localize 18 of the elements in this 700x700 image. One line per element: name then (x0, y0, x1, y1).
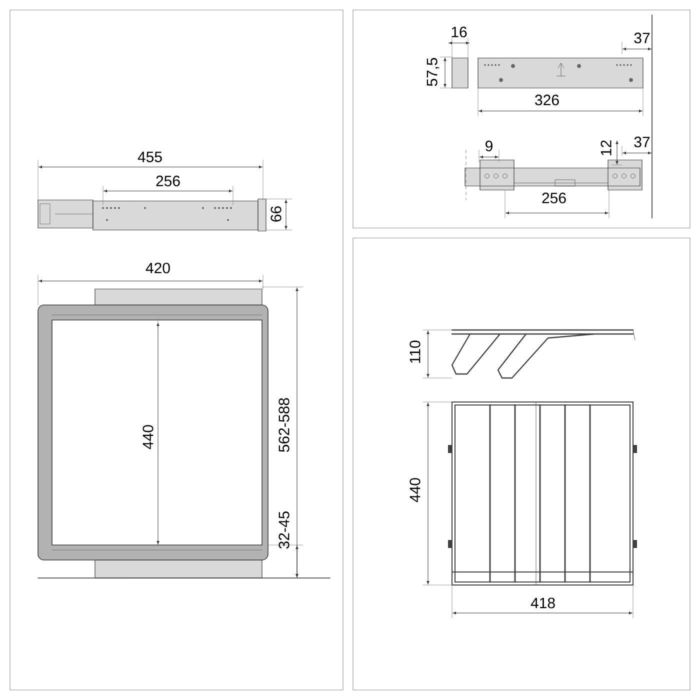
dimension-label: 256 (156, 176, 180, 186)
dimension-label: 12 (600, 140, 612, 156)
dimension-label: 110 (410, 340, 420, 363)
dimension-label: 32-45 (278, 511, 290, 549)
dimension-label: 455 (138, 152, 162, 162)
dimension-label: 66 (270, 206, 282, 222)
dimension-label: 9 (486, 140, 492, 152)
dimension-label: 326 (535, 94, 559, 106)
dimension-label: 440 (410, 478, 420, 502)
dimension-label: 562-588 (278, 398, 290, 452)
dimension-label: 37 (634, 136, 650, 148)
dimension-label: 37 (634, 32, 650, 44)
dimension-label: 418 (530, 598, 555, 608)
dimension-label: 256 (542, 192, 566, 204)
dimension-label: 16 (452, 26, 467, 38)
dimension-label: 420 (146, 262, 170, 274)
dimension-label: 57,5 (426, 58, 440, 86)
dimension-label: 440 (142, 425, 154, 450)
